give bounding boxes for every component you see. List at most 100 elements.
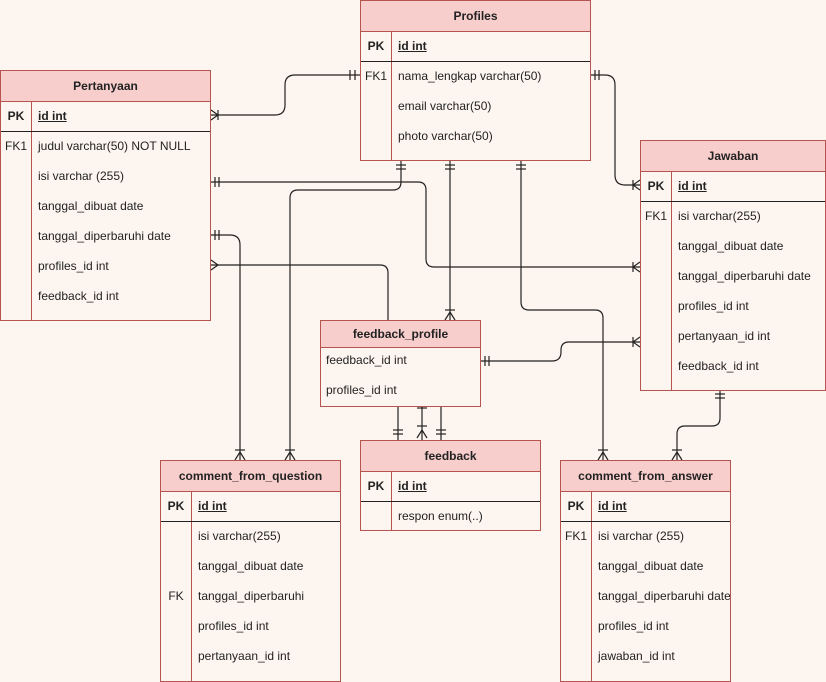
table-row: tanggal_diperbaruhi date (1, 221, 210, 251)
table-row: profiles_id int (321, 375, 480, 405)
table-row: PK id int (1, 101, 210, 132)
attribute-label: isi varchar (255) (598, 529, 685, 543)
attribute-label: judul varchar(50) NOT NULL (38, 139, 191, 153)
table-row: tanggal_dibuat date (641, 231, 825, 261)
table-row: profiles_id int (641, 291, 825, 321)
key-label (1, 161, 31, 191)
key-label (361, 501, 391, 530)
key-label (561, 551, 591, 581)
attribute-label: tanggal_diperbaruhi (198, 589, 305, 603)
table-row: FK1 judul varchar(50) NOT NULL (1, 131, 210, 161)
entity-pertanyaan[interactable]: Pertanyaan PK id int FK1 judul varchar(5… (0, 70, 211, 321)
table-row: PK id int (561, 491, 730, 522)
table-row: pertanyaan_id int (161, 641, 340, 671)
key-column-divider (391, 471, 392, 530)
table-row: PK id int (361, 471, 540, 502)
key-column-divider (191, 491, 192, 681)
attribute-label: profiles_id int (598, 619, 669, 633)
entity-feedback-profile[interactable]: feedback_profile feedback_id int profile… (320, 320, 481, 407)
table-row: feedback_id int (321, 345, 480, 375)
table-row: tanggal_dibuat date (161, 551, 340, 581)
attribute-label: isi varchar(255) (198, 529, 281, 543)
table-row: pertanyaan_id int (641, 321, 825, 351)
key-label (641, 231, 671, 261)
entity-title: comment_from_question (161, 461, 340, 492)
entity-comment-from-answer[interactable]: comment_from_answer PK id int FK1 isi va… (560, 460, 731, 682)
entity-feedback[interactable]: feedback PK id int respon enum(..) (360, 440, 541, 531)
attribute-label: profiles_id int (198, 619, 269, 633)
attribute-label: id int (398, 479, 427, 493)
attribute-label: feedback_id int (38, 289, 119, 303)
entity-comment-from-question[interactable]: comment_from_question PK id int isi varc… (160, 460, 341, 682)
table-row: FK1 isi varchar(255) (641, 201, 825, 231)
key-label: PK (367, 39, 385, 53)
entity-title: feedback (361, 441, 540, 472)
attribute-label: feedback_id int (326, 353, 407, 367)
attribute-label: pertanyaan_id int (198, 649, 291, 663)
table-row: respon enum(..) (361, 501, 540, 530)
attribute-label: profiles_id int (38, 259, 109, 273)
table-row: profiles_id int (161, 611, 340, 641)
table-row: photo varchar(50) (361, 121, 590, 151)
attribute-label: tanggal_diperbaruhi date (38, 229, 171, 243)
key-label (1, 281, 31, 311)
table-row: tanggal_diperbaruhi date (641, 261, 825, 291)
table-row: jawaban_id int (561, 641, 730, 671)
key-label: PK (167, 499, 185, 513)
attribute-label: tanggal_dibuat date (38, 199, 144, 213)
key-label: FK (168, 589, 184, 603)
key-label (161, 551, 191, 581)
attribute-label: nama_lengkap varchar(50) (398, 69, 542, 83)
attribute-label: profiles_id int (678, 299, 749, 313)
key-label: PK (7, 109, 25, 123)
entity-profiles[interactable]: Profiles PK id int FK1 nama_lengkap varc… (360, 0, 591, 161)
attribute-label: id int (38, 109, 67, 123)
key-label (1, 221, 31, 251)
attribute-label: tanggal_dibuat date (598, 559, 704, 573)
table-row: FK tanggal_diperbaruhi (161, 581, 340, 611)
table-row: isi varchar (255) (1, 161, 210, 191)
connector-jawaban-feedback-profile (481, 341, 640, 362)
table-row: PK id int (161, 491, 340, 522)
table-row: PK id int (641, 171, 825, 202)
table-row: tanggal_dibuat date (1, 191, 210, 221)
connector-profiles-jawaban (591, 74, 640, 186)
key-label (1, 191, 31, 221)
key-column-divider (391, 31, 392, 160)
key-column-divider (591, 491, 592, 681)
attribute-label: respon enum(..) (398, 509, 483, 523)
key-label: FK1 (4, 139, 27, 153)
table-row: feedback_id int (641, 351, 825, 381)
table-row: email varchar(50) (361, 91, 590, 121)
connector-jawaban-comment-answer (676, 390, 721, 460)
attribute-label: id int (198, 499, 227, 513)
key-label (641, 321, 671, 351)
key-label (641, 291, 671, 321)
connector-profiles-comment-answer (520, 160, 604, 460)
key-label (561, 641, 591, 671)
table-row: tanggal_diperbaruhi date (561, 581, 730, 611)
key-label: PK (647, 179, 665, 193)
connector-profiles-pertanyaan (211, 74, 360, 116)
key-label (361, 121, 391, 151)
connector-pertanyaan-jawaban (211, 181, 640, 268)
attribute-label: feedback_id int (678, 359, 759, 373)
attribute-label: tanggal_dibuat date (678, 239, 784, 253)
key-label (161, 611, 191, 641)
connector-profiles-comment-question (289, 160, 402, 460)
table-row: feedback_id int (1, 281, 210, 311)
key-label: FK1 (564, 529, 587, 543)
attribute-label: id int (398, 39, 427, 53)
attribute-label: isi varchar(255) (678, 209, 761, 223)
key-label (561, 581, 591, 611)
key-label: PK (367, 479, 385, 493)
table-row: profiles_id int (1, 251, 210, 281)
key-column-divider (671, 171, 672, 390)
table-row: FK1 isi varchar (255) (561, 521, 730, 551)
key-label (641, 261, 671, 291)
attribute-label: id int (598, 499, 627, 513)
table-row: isi varchar(255) (161, 521, 340, 551)
key-label (561, 611, 591, 641)
entity-jawaban[interactable]: Jawaban PK id int FK1 isi varchar(255) t… (640, 140, 826, 391)
